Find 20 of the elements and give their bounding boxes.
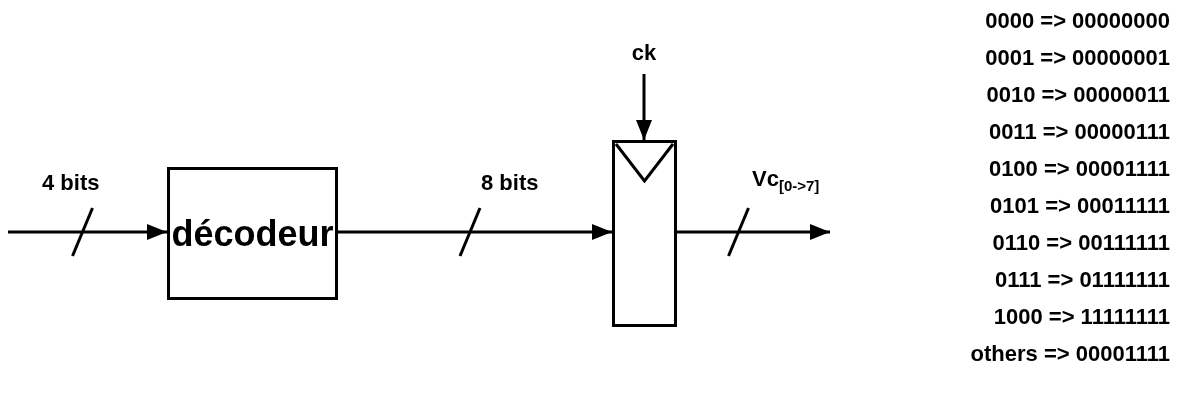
decoder-box: décodeur [167,167,338,300]
arrow [8,224,167,240]
truth-table-row: others => 00001111 [970,341,1170,367]
truth-table-row: 0111 => 01111111 [994,267,1170,293]
edge-label: 4 bits [42,170,100,196]
truth-table-row: 0011 => 00000111 [988,119,1170,145]
truth-table-row: 1000 => 11111111 [993,304,1170,330]
edge-label: 8 bits [481,170,539,196]
truth-table-row: 0001 => 00000001 [985,45,1170,71]
truth-table-row: 0100 => 00001111 [988,156,1170,182]
arrow [636,74,652,140]
truth-table-row: 0010 => 00000011 [986,82,1170,108]
arrow [338,224,612,240]
truth-table-row: 0110 => 00111111 [992,230,1170,256]
arrow [677,224,830,240]
clock-label: ck [622,38,666,68]
register-box [612,140,677,327]
truth-table-row: 0101 => 00011111 [990,193,1170,219]
truth-table-row: 0000 => 00000000 [985,8,1170,34]
edge-label: Vc$_{[0->7]}$ [752,166,820,195]
